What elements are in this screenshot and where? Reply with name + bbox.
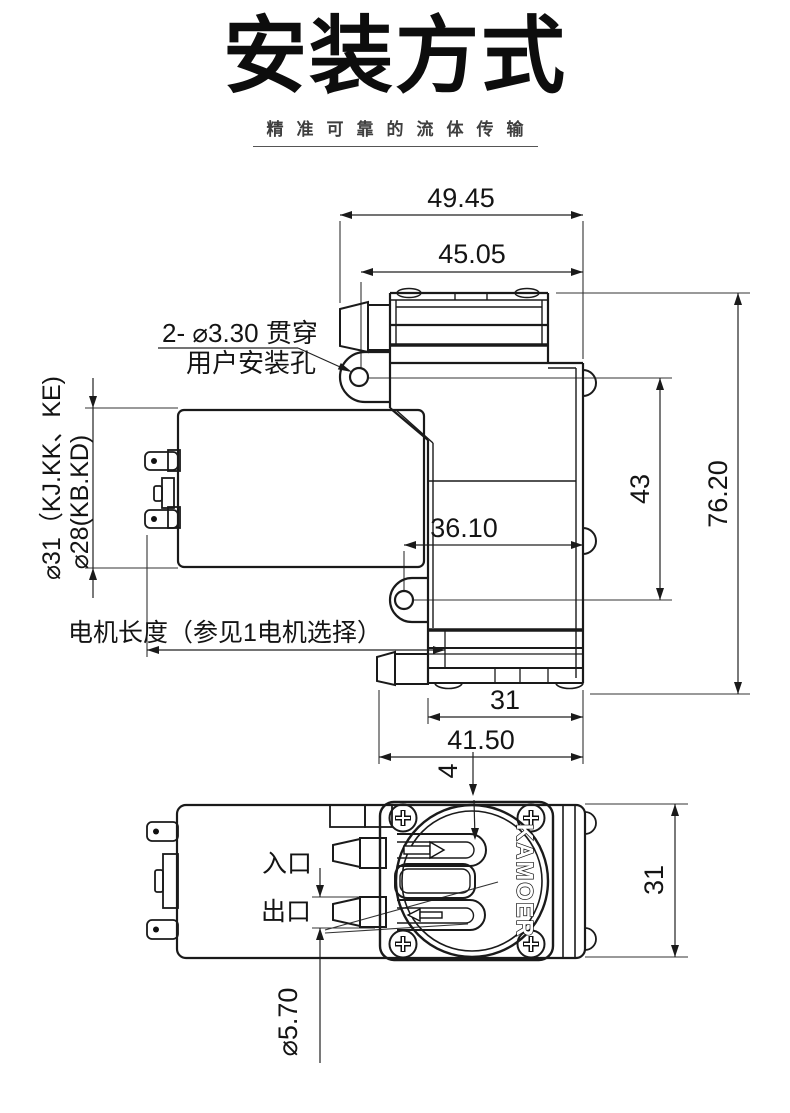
dim-total-width: 41.50 [447,725,515,755]
label-motor-diameter-b: ⌀28(KB.KD) [66,435,94,570]
label-mounting-hole-line2: 用户安装孔 [186,348,316,378]
motor-side-outline [144,408,426,569]
screw-icons [388,803,546,959]
label-mounting-hole-line1: 2- ⌀3.30 贯穿 [162,318,318,348]
dim-hole-span: 36.10 [430,513,498,543]
bottom-dimension-lines [319,804,676,1063]
dim-port-diameter: ⌀5.70 [273,988,303,1057]
label-outlet: 出口 [261,898,311,926]
subtitle-divider [253,146,538,147]
dimension-arrows [89,211,742,840]
dim-port-offset: 4 [433,763,463,778]
page-title: 安装方式 [222,9,567,103]
bottom-view-drawing: 31 ⌀5.70 入口 出口 [146,800,688,1063]
label-motor-length: 电机长度（参见1电机选择） [68,619,382,647]
bottom-extension-lines [312,803,688,958]
dim-total-height: 76.20 [703,460,733,528]
dim-top-width: 49.45 [427,183,495,213]
pump-side-outline [338,287,597,690]
label-inlet: 入口 [262,850,312,878]
dim-base-width: 31 [490,685,520,715]
flow-arrow-icons [403,840,446,923]
page-subtitle: 精准可靠的流体传输 [266,120,537,139]
dimension-lines [92,214,739,839]
label-motor-diameter-a: ⌀31（KJ.KK、KE) [38,376,66,580]
dim-head-width: 45.05 [438,239,506,269]
extension-lines [85,221,750,764]
bottom-dimension-arrows [316,804,679,957]
dim-hole-height: 43 [625,474,655,504]
dim-body-height: 31 [639,865,669,895]
brand-logo: KAMOER [512,824,538,938]
pump-bottom-outline [146,800,597,962]
side-view-drawing: 49.45 45.05 36.10 43 76.20 31 41.50 4 ⌀3… [38,183,750,840]
